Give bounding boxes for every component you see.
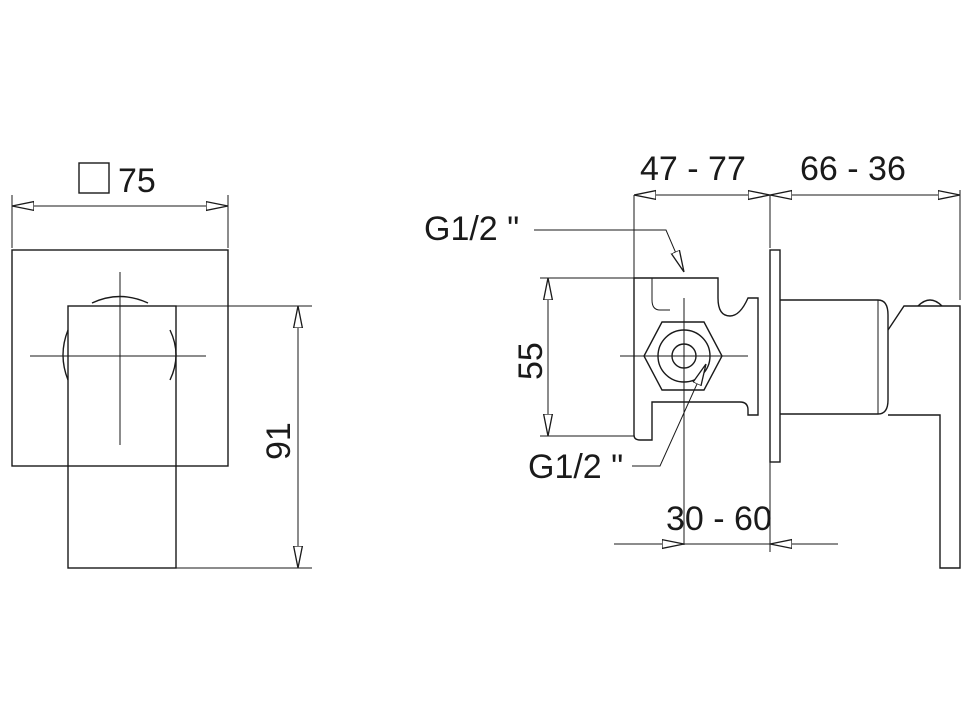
- connection-top-label: G1/2 ": [424, 210, 519, 248]
- wall-plate: [769, 249, 781, 463]
- dim-depth2-label: 66 - 36: [800, 150, 906, 188]
- dim-height-label: 91: [260, 422, 298, 460]
- front-lever: [67, 305, 177, 569]
- valve-body: [633, 277, 759, 441]
- leader-bottom: [632, 364, 706, 467]
- front-view: 75 91: [11, 162, 312, 569]
- leader-top: [534, 229, 684, 272]
- connection-bottom-label: G1/2 ": [528, 448, 623, 486]
- bonnet: [780, 299, 889, 415]
- dim-depth1-label: 47 - 77: [640, 150, 746, 188]
- handle-knob: [917, 299, 943, 307]
- knob-side-left: [62, 329, 69, 381]
- dim-55-label: 55: [512, 342, 550, 380]
- dim-square-label: 75: [118, 162, 156, 200]
- side-handle: [887, 305, 961, 569]
- valve-body-inner: [651, 278, 670, 311]
- knob-side-right: [169, 329, 177, 381]
- side-view: 47 - 77 66 - 36 55 G1/2 " G1/2 ": [424, 150, 961, 569]
- dim-30-60-label: 30 - 60: [666, 500, 772, 538]
- square-symbol-icon: [78, 162, 110, 194]
- front-plate: [11, 249, 229, 467]
